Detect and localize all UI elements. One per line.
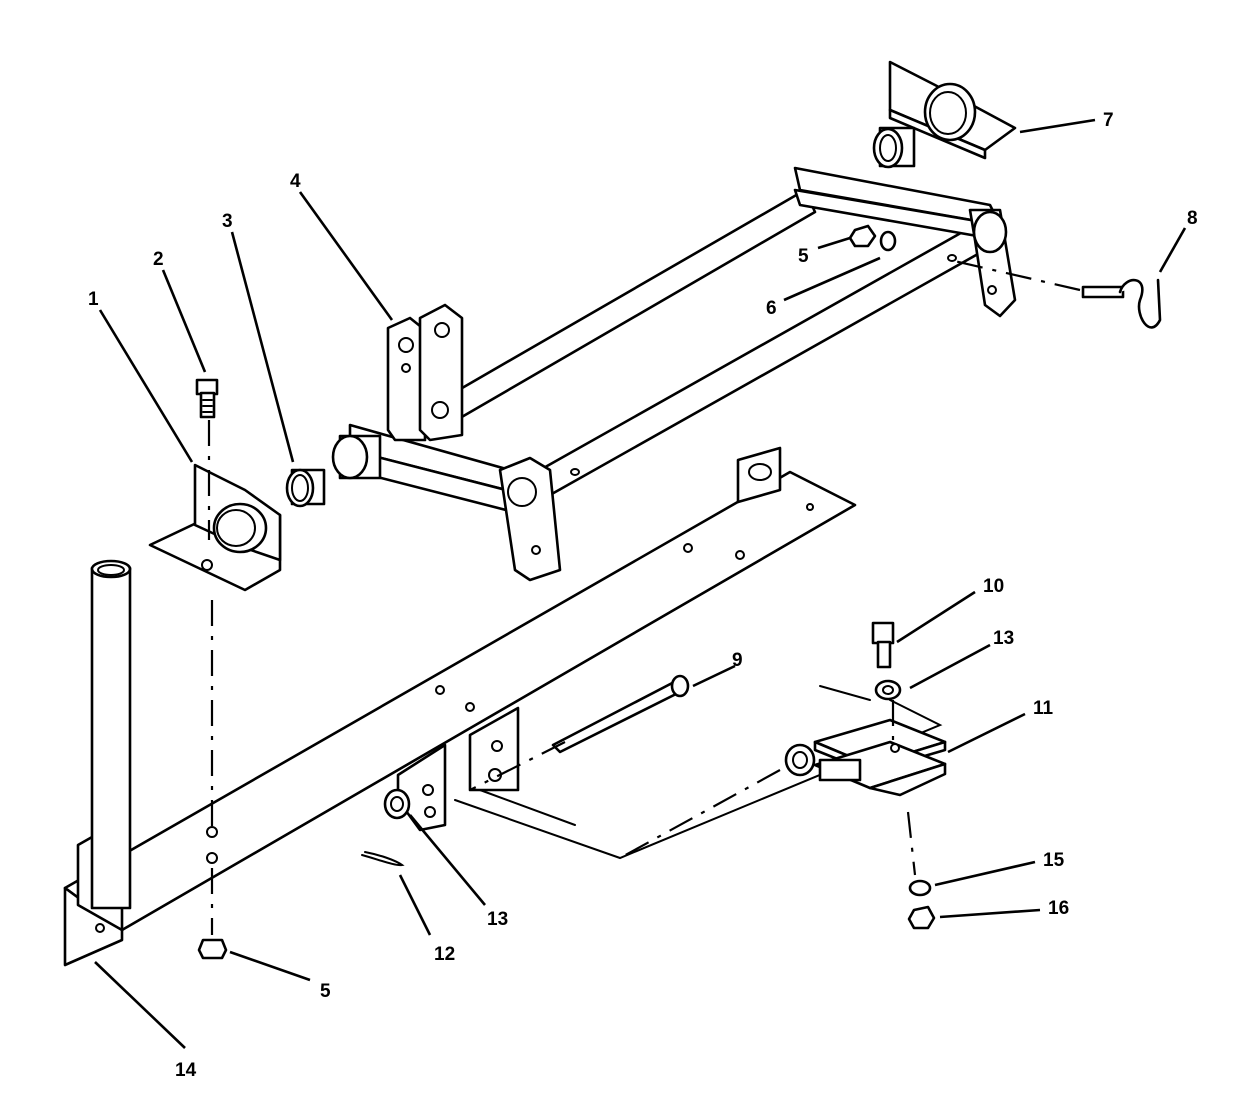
bracket-part-1 [148, 463, 282, 592]
bushing-part-3 [285, 468, 326, 508]
callout-8: 8 [1187, 208, 1198, 229]
callout-9: 9 [732, 650, 743, 671]
callout-7: 7 [1103, 110, 1114, 131]
cotter-pin-part-12 [361, 851, 405, 867]
callout-5-upper: 5 [798, 246, 809, 267]
callout-14: 14 [175, 1060, 197, 1081]
callout-6: 6 [766, 298, 777, 319]
callout-12: 12 [434, 944, 455, 965]
callout-10: 10 [983, 576, 1004, 597]
callout-labels: 1 2 3 4 5 5 6 7 8 9 10 11 12 13 13 14 15… [88, 110, 1198, 1081]
callout-5-lower: 5 [320, 981, 331, 1002]
rocker-shaft-assembly-part-4 [331, 166, 1017, 582]
clip-part-6 [879, 230, 897, 252]
bracket-part-7 [888, 60, 1017, 160]
alignment-lines [207, 258, 1081, 935]
callout-3: 3 [222, 211, 233, 232]
callout-11: 11 [1033, 698, 1054, 719]
frame-rear-tab [736, 446, 782, 504]
lower-swing-plate [454, 685, 943, 860]
callout-4: 4 [290, 171, 301, 192]
callout-16: 16 [1048, 898, 1069, 919]
callout-13-lower: 13 [487, 909, 508, 930]
nut-part-5-lower [197, 938, 228, 960]
vertical-post-tube [90, 559, 132, 910]
washer-part-15 [908, 879, 932, 897]
clamp-part-11 [784, 718, 947, 797]
callout-2: 2 [153, 249, 164, 270]
callout-13-upper: 13 [993, 628, 1014, 649]
pin-part-9 [551, 674, 690, 754]
callout-15: 15 [1043, 850, 1065, 871]
nut-part-16 [907, 905, 936, 930]
bolt-part-2 [195, 378, 219, 419]
bolt-part-10 [871, 621, 895, 669]
hook-bolt-part-8 [1081, 278, 1162, 329]
washer-part-13-upper [874, 679, 902, 701]
washer-part-13-lower [383, 788, 411, 820]
bushing-upper [872, 126, 916, 169]
leader-lines [94, 118, 1187, 1049]
nut-part-5-upper [848, 224, 877, 248]
frame-hinge-brackets [396, 706, 520, 832]
callout-1: 1 [88, 289, 99, 310]
